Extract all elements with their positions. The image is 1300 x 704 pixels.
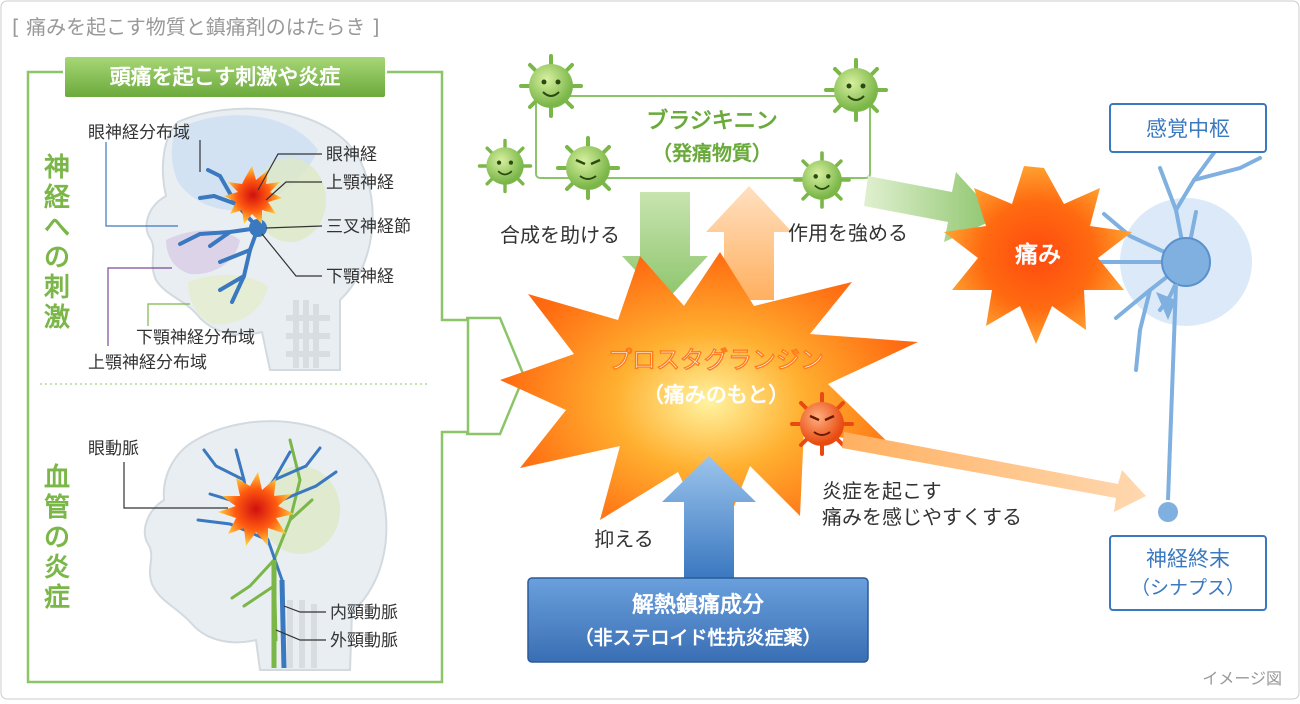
neck-vertebrae-2 <box>287 600 317 668</box>
image-note: イメージ図 <box>1202 669 1282 688</box>
synthesis-label: 合成を助ける <box>500 223 620 247</box>
vessel-label-char: の <box>44 523 70 553</box>
pain-label: 痛み <box>1015 241 1061 268</box>
nerve-ending-sub: （シナプス） <box>1131 577 1245 599</box>
nerve-label-char: の <box>44 243 70 273</box>
nerve-label-char: 激 <box>44 302 70 333</box>
head-nerve-illustration <box>145 107 374 371</box>
mandibular-area <box>188 274 268 325</box>
vessel-leader-lines <box>123 462 326 641</box>
axon-arrow-icon <box>1156 292 1176 320</box>
germ-icon <box>793 151 851 209</box>
sensory-center-box <box>1109 103 1267 153</box>
mandibular-area-leader <box>147 303 190 326</box>
nerve-ending-name: 神経終末 <box>1146 547 1230 571</box>
nerve-label-char: 神 <box>44 153 70 183</box>
germ-icon <box>519 54 583 118</box>
bradykinin-germs <box>477 54 888 209</box>
head-vessel-illustration <box>143 420 388 671</box>
nerve-label-char: 刺 <box>44 273 70 303</box>
external-carotid-label: 外頸動脈 <box>330 631 398 651</box>
neuron-soma <box>1161 237 1211 287</box>
bradykinin-name: ブラジキニン <box>646 108 778 134</box>
inflammation-arrow <box>842 432 1146 512</box>
maxillary-nerve-label: 上顎神経 <box>326 173 394 193</box>
vessel-vertical-label: 血 管 の 炎 症 <box>44 463 70 613</box>
bradykinin-sub: （発痛物質） <box>652 141 772 165</box>
nerve-label-char: へ <box>44 213 70 243</box>
pain-burst <box>944 166 1132 344</box>
ophthalmic-area-leader <box>105 142 178 227</box>
sensory-center-label: 感覚中枢 <box>1146 117 1230 141</box>
mandibular-area-label: 下顎神経分布域 <box>136 328 255 348</box>
prostaglandin-sub: （痛みのもと） <box>643 383 790 407</box>
neuron-illustration <box>1098 132 1264 522</box>
enhance-label: 作用を強める <box>788 221 908 245</box>
nerve-ending-box <box>1109 535 1267 611</box>
nerve-ending-dot <box>1158 502 1178 522</box>
vessel-label-char: 血 <box>44 463 70 493</box>
analgesic-sub: （非ステロイド性抗炎症薬） <box>574 626 821 649</box>
analgesic-name: 解熱鎮痛成分 <box>632 592 764 618</box>
ophthalmic-artery-label: 眼動脈 <box>88 439 139 459</box>
bradykinin-to-pain-arrow <box>864 172 998 242</box>
nerve-leader-lines <box>199 140 323 277</box>
suppress-label: 抑える <box>594 527 653 551</box>
internal-carotid-trunk <box>279 579 287 669</box>
diagram-title: [ 痛みを起こす物質と鎮痛剤のはたらき ] <box>12 15 380 39</box>
germ-icon <box>556 136 620 200</box>
nerve-label-char: 経 <box>44 182 71 213</box>
prostaglandin-name: プロスタグランジン <box>608 346 824 374</box>
neck-vertebrae <box>286 300 330 368</box>
trigeminal-ganglion-label: 三叉神経節 <box>326 217 411 237</box>
germ-icon <box>824 58 888 122</box>
trigeminal-ganglion-dot <box>249 219 267 237</box>
left-panel-frame <box>26 70 470 684</box>
prostaglandin-burst <box>500 252 918 552</box>
nerve-vertical-label: 神 経 へ の 刺 激 <box>44 153 71 333</box>
inflammation-label-1: 炎症を起こす <box>822 479 942 503</box>
maxillary-area-label: 上顎神経分布域 <box>88 353 207 373</box>
neuron-axon <box>1166 283 1178 501</box>
ophthalmic-nerve-label: 眼神経 <box>326 145 377 165</box>
ophthalmic-area-label: 眼神経分布域 <box>88 123 190 143</box>
nerve-pain-burst <box>224 166 282 224</box>
vessel-label-char: 管 <box>44 493 70 523</box>
vessel-pain-burst <box>218 472 294 546</box>
ear-area <box>254 158 326 242</box>
stimulus-badge-text: 頭痛を起こす刺激や炎症 <box>110 65 341 89</box>
bradykinin-box <box>535 95 871 179</box>
germ-icon <box>477 138 533 194</box>
germ-icon <box>790 392 854 456</box>
vessel-label-char: 症 <box>44 582 70 613</box>
internal-carotid-label: 内頸動脈 <box>330 603 398 623</box>
vessel-label-char: 炎 <box>44 553 70 583</box>
suppress-arrow <box>662 456 756 578</box>
analgesic-box <box>527 577 869 663</box>
inflammation-label-2: 痛みを感じやすくする <box>822 505 1022 529</box>
stimulus-badge <box>63 55 387 99</box>
mandibular-nerve-label: 下顎神経 <box>326 267 394 287</box>
maxillary-area-leader <box>107 267 172 346</box>
